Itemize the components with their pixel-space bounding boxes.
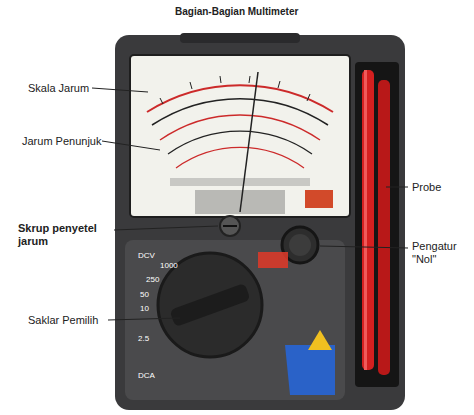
dial-marking: 250 — [146, 276, 159, 284]
diagram-title: Bagian-Bagian Multimeter — [175, 6, 298, 17]
dial-marking: 1000 — [160, 262, 178, 270]
part-label: Saklar Pemilih — [28, 314, 98, 327]
part-label: Jarum Penunjuk — [22, 135, 102, 148]
dial-marking: DCV — [138, 252, 155, 260]
part-label: Pengatur "Nol" — [412, 240, 470, 266]
dial-marking: 50 — [140, 291, 149, 299]
dial-marking: 2.5 — [138, 335, 149, 343]
dial-marking: 10 — [140, 305, 149, 313]
dial-marking: DCA — [138, 372, 155, 380]
part-label: Skrup penyetel jarum — [18, 222, 113, 248]
part-label: Probe — [412, 181, 441, 194]
part-label: Skala Jarum — [28, 82, 89, 95]
